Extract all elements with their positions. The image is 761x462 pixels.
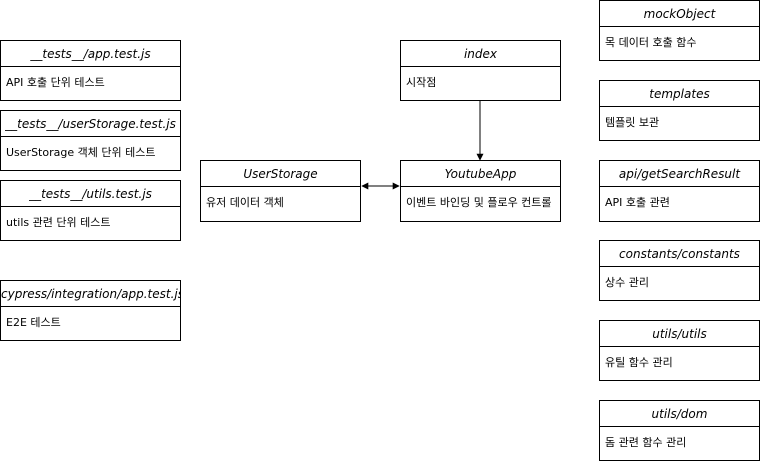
box-description: utils 관련 단위 테스트 — [6, 216, 111, 229]
userstorage-box[interactable]: UserStorage 유저 데이터 객체 — [200, 160, 361, 222]
box-title: UserStorage — [201, 161, 360, 187]
box-description: API 호출 단위 테스트 — [6, 76, 105, 89]
box-title: __tests__/userStorage.test.js — [1, 111, 180, 137]
box-title: utils/dom — [600, 401, 759, 427]
box-title: mockObject — [600, 1, 759, 27]
tests-app-box[interactable]: __tests__/app.test.js API 호출 단위 테스트 — [0, 40, 181, 101]
box-description: API 호출 관련 — [605, 196, 670, 209]
youtubeapp-box[interactable]: YoutubeApp 이벤트 바인딩 및 플로우 컨트롤 — [400, 160, 561, 222]
box-title: utils/utils — [600, 321, 759, 347]
box-title: __tests__/utils.test.js — [1, 181, 180, 207]
box-title: index — [401, 41, 560, 67]
box-description: 유틸 함수 관리 — [605, 356, 673, 369]
index-box[interactable]: index 시작점 — [400, 40, 561, 101]
box-description: 상수 관리 — [605, 276, 649, 289]
box-title: constants/constants — [600, 241, 759, 267]
box-description: 돔 관련 함수 관리 — [605, 436, 687, 449]
box-description: 이벤트 바인딩 및 플로우 컨트롤 — [406, 196, 552, 209]
getsearchresult-box[interactable]: api/getSearchResult API 호출 관련 — [599, 160, 760, 222]
dom-box[interactable]: utils/dom 돔 관련 함수 관리 — [599, 400, 760, 461]
box-title: __tests__/app.test.js — [1, 41, 180, 67]
box-description: E2E 테스트 — [6, 316, 61, 329]
tests-utils-box[interactable]: __tests__/utils.test.js utils 관련 단위 테스트 — [0, 180, 181, 241]
box-description: 시작점 — [406, 76, 437, 89]
box-description: 템플릿 보관 — [605, 116, 660, 129]
tests-userstorage-box[interactable]: __tests__/userStorage.test.js UserStorag… — [0, 110, 181, 171]
box-description: 유저 데이터 객체 — [206, 196, 284, 209]
constants-box[interactable]: constants/constants 상수 관리 — [599, 240, 760, 301]
mockobject-box[interactable]: mockObject 목 데이터 호출 함수 — [599, 0, 760, 61]
utils-box[interactable]: utils/utils 유틸 함수 관리 — [599, 320, 760, 381]
box-title: api/getSearchResult — [600, 161, 759, 187]
box-title: cypress/integration/app.test.js — [1, 281, 180, 307]
box-title: YoutubeApp — [401, 161, 560, 187]
cypress-app-box[interactable]: cypress/integration/app.test.js E2E 테스트 — [0, 280, 181, 341]
box-description: UserStorage 객체 단위 테스트 — [6, 146, 156, 159]
box-description: 목 데이터 호출 함수 — [605, 36, 697, 49]
templates-box[interactable]: templates 템플릿 보관 — [599, 80, 760, 141]
box-title: templates — [600, 81, 759, 107]
